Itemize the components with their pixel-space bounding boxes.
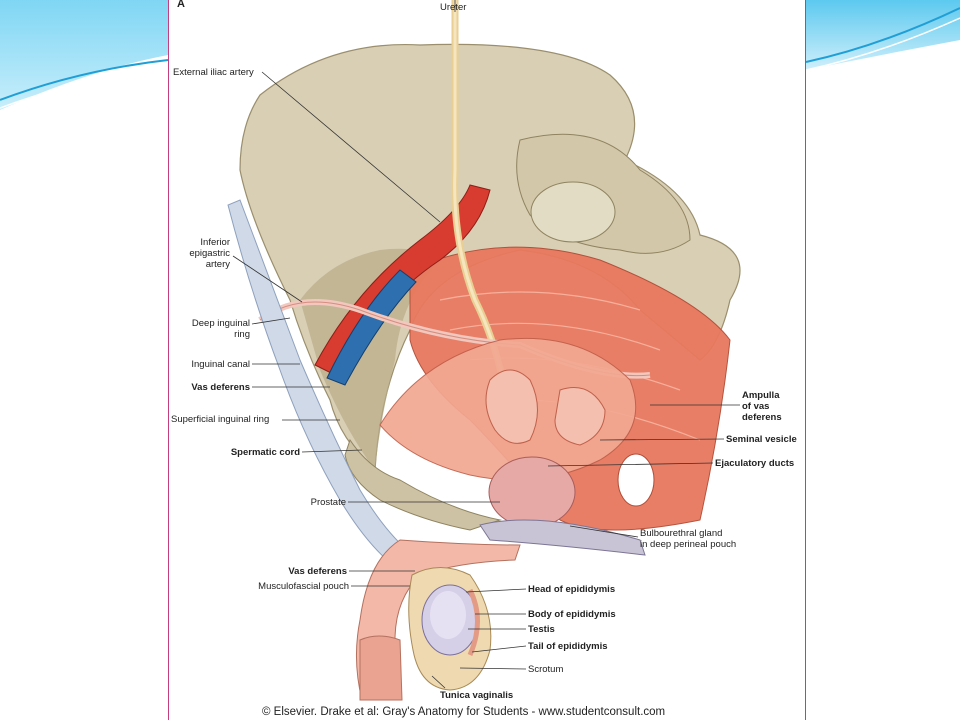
label-scrotum: Scrotum: [528, 664, 564, 675]
slide-wave-left: [0, 0, 169, 110]
figure-credit: © Elsevier. Drake et al: Gray's Anatomy …: [262, 706, 666, 718]
label-ureter: Ureter: [440, 2, 467, 13]
seminal-vesicle-right: [554, 387, 606, 446]
vertebral-body: [530, 181, 616, 243]
pubic-bone: [344, 438, 502, 531]
perineal-membrane: [479, 519, 646, 556]
label-spermatic-cord: Spermatic cord: [230, 447, 300, 458]
slide-wave-right: [805, 0, 960, 71]
external-iliac-vein: [326, 269, 417, 386]
label-head-of-epididymis: Head of epididymis: [528, 584, 616, 595]
panel-letter: A: [177, 0, 185, 10]
obturator-foramen: [617, 453, 655, 507]
seminal-vesicle-left: [485, 369, 538, 444]
label-bulbourethral-gland: Bulbourethral gland in deep perineal pou…: [640, 528, 737, 550]
label-vas-deferens-lower: Vas deferens: [288, 566, 347, 577]
label-inguinal-canal: Inguinal canal: [191, 359, 250, 370]
label-prostate: Prostate: [310, 497, 346, 508]
label-testis: Testis: [528, 624, 555, 635]
label-external-iliac-artery: External iliac artery: [173, 67, 254, 78]
label-deep-inguinal-ring: Deep inguinal ring: [191, 318, 250, 340]
label-vas-deferens-upper: Vas deferens: [191, 382, 250, 393]
label-ejaculatory-ducts: Ejaculatory ducts: [715, 458, 795, 469]
epididymis: [467, 588, 480, 656]
label-superficial-inguinal-ring: Superficial inguinal ring: [171, 414, 270, 425]
label-ampulla-of-vas-deferens: Ampulla of vas deferens: [742, 390, 782, 423]
prostate-gland: [488, 456, 576, 528]
label-tail-of-epididymis: Tail of epididymis: [528, 641, 608, 652]
label-inferior-epigastric-artery: Inferior epigastric artery: [189, 237, 230, 270]
label-body-of-epididymis: Body of epididymis: [528, 609, 616, 620]
label-tunica-vaginalis: Tunica vaginalis: [440, 690, 514, 701]
label-musculofascial-pouch: Musculofascial pouch: [258, 581, 349, 592]
leader-lines: [232, 0, 740, 689]
label-seminal-vesicle: Seminal vesicle: [726, 434, 797, 445]
glans: [359, 635, 403, 701]
